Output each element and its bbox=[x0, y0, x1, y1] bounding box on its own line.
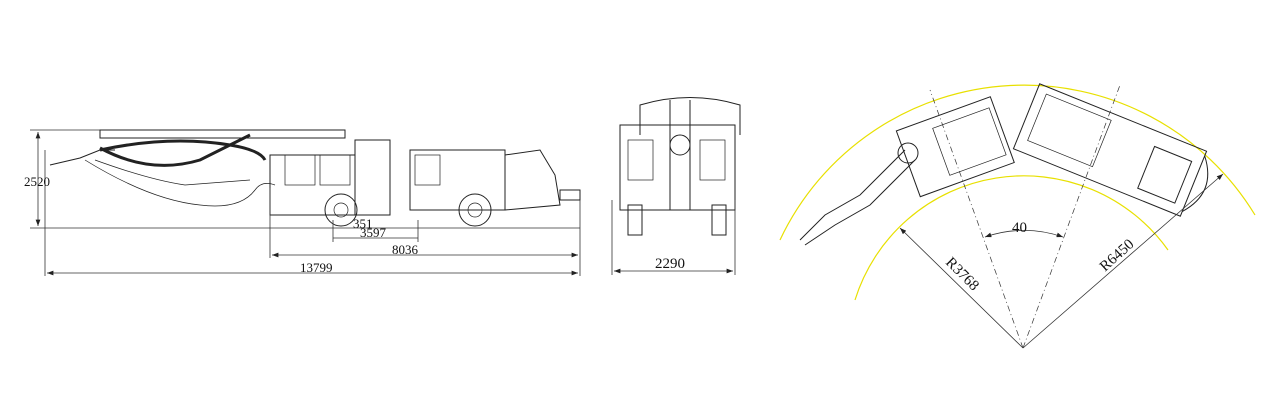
front-overhang-dimension: 351 bbox=[353, 216, 373, 231]
side-view-dimensions bbox=[30, 129, 581, 276]
top-view bbox=[779, 83, 1256, 349]
outer-radius-arc bbox=[779, 84, 1256, 241]
height-dimension: 2520 bbox=[24, 174, 50, 189]
body-length-dimension: 8036 bbox=[392, 242, 419, 257]
width-dimension: 2290 bbox=[655, 256, 685, 272]
front-view bbox=[611, 97, 741, 275]
total-length-dimension: 13799 bbox=[300, 260, 333, 275]
angle-dimension: 40 bbox=[1012, 220, 1027, 236]
wheelbase-dimension: 3597 bbox=[360, 225, 387, 240]
inner-radius-arc bbox=[854, 175, 1169, 301]
outer-radius-dimension: R6450 bbox=[1097, 236, 1137, 275]
side-view bbox=[49, 129, 581, 227]
